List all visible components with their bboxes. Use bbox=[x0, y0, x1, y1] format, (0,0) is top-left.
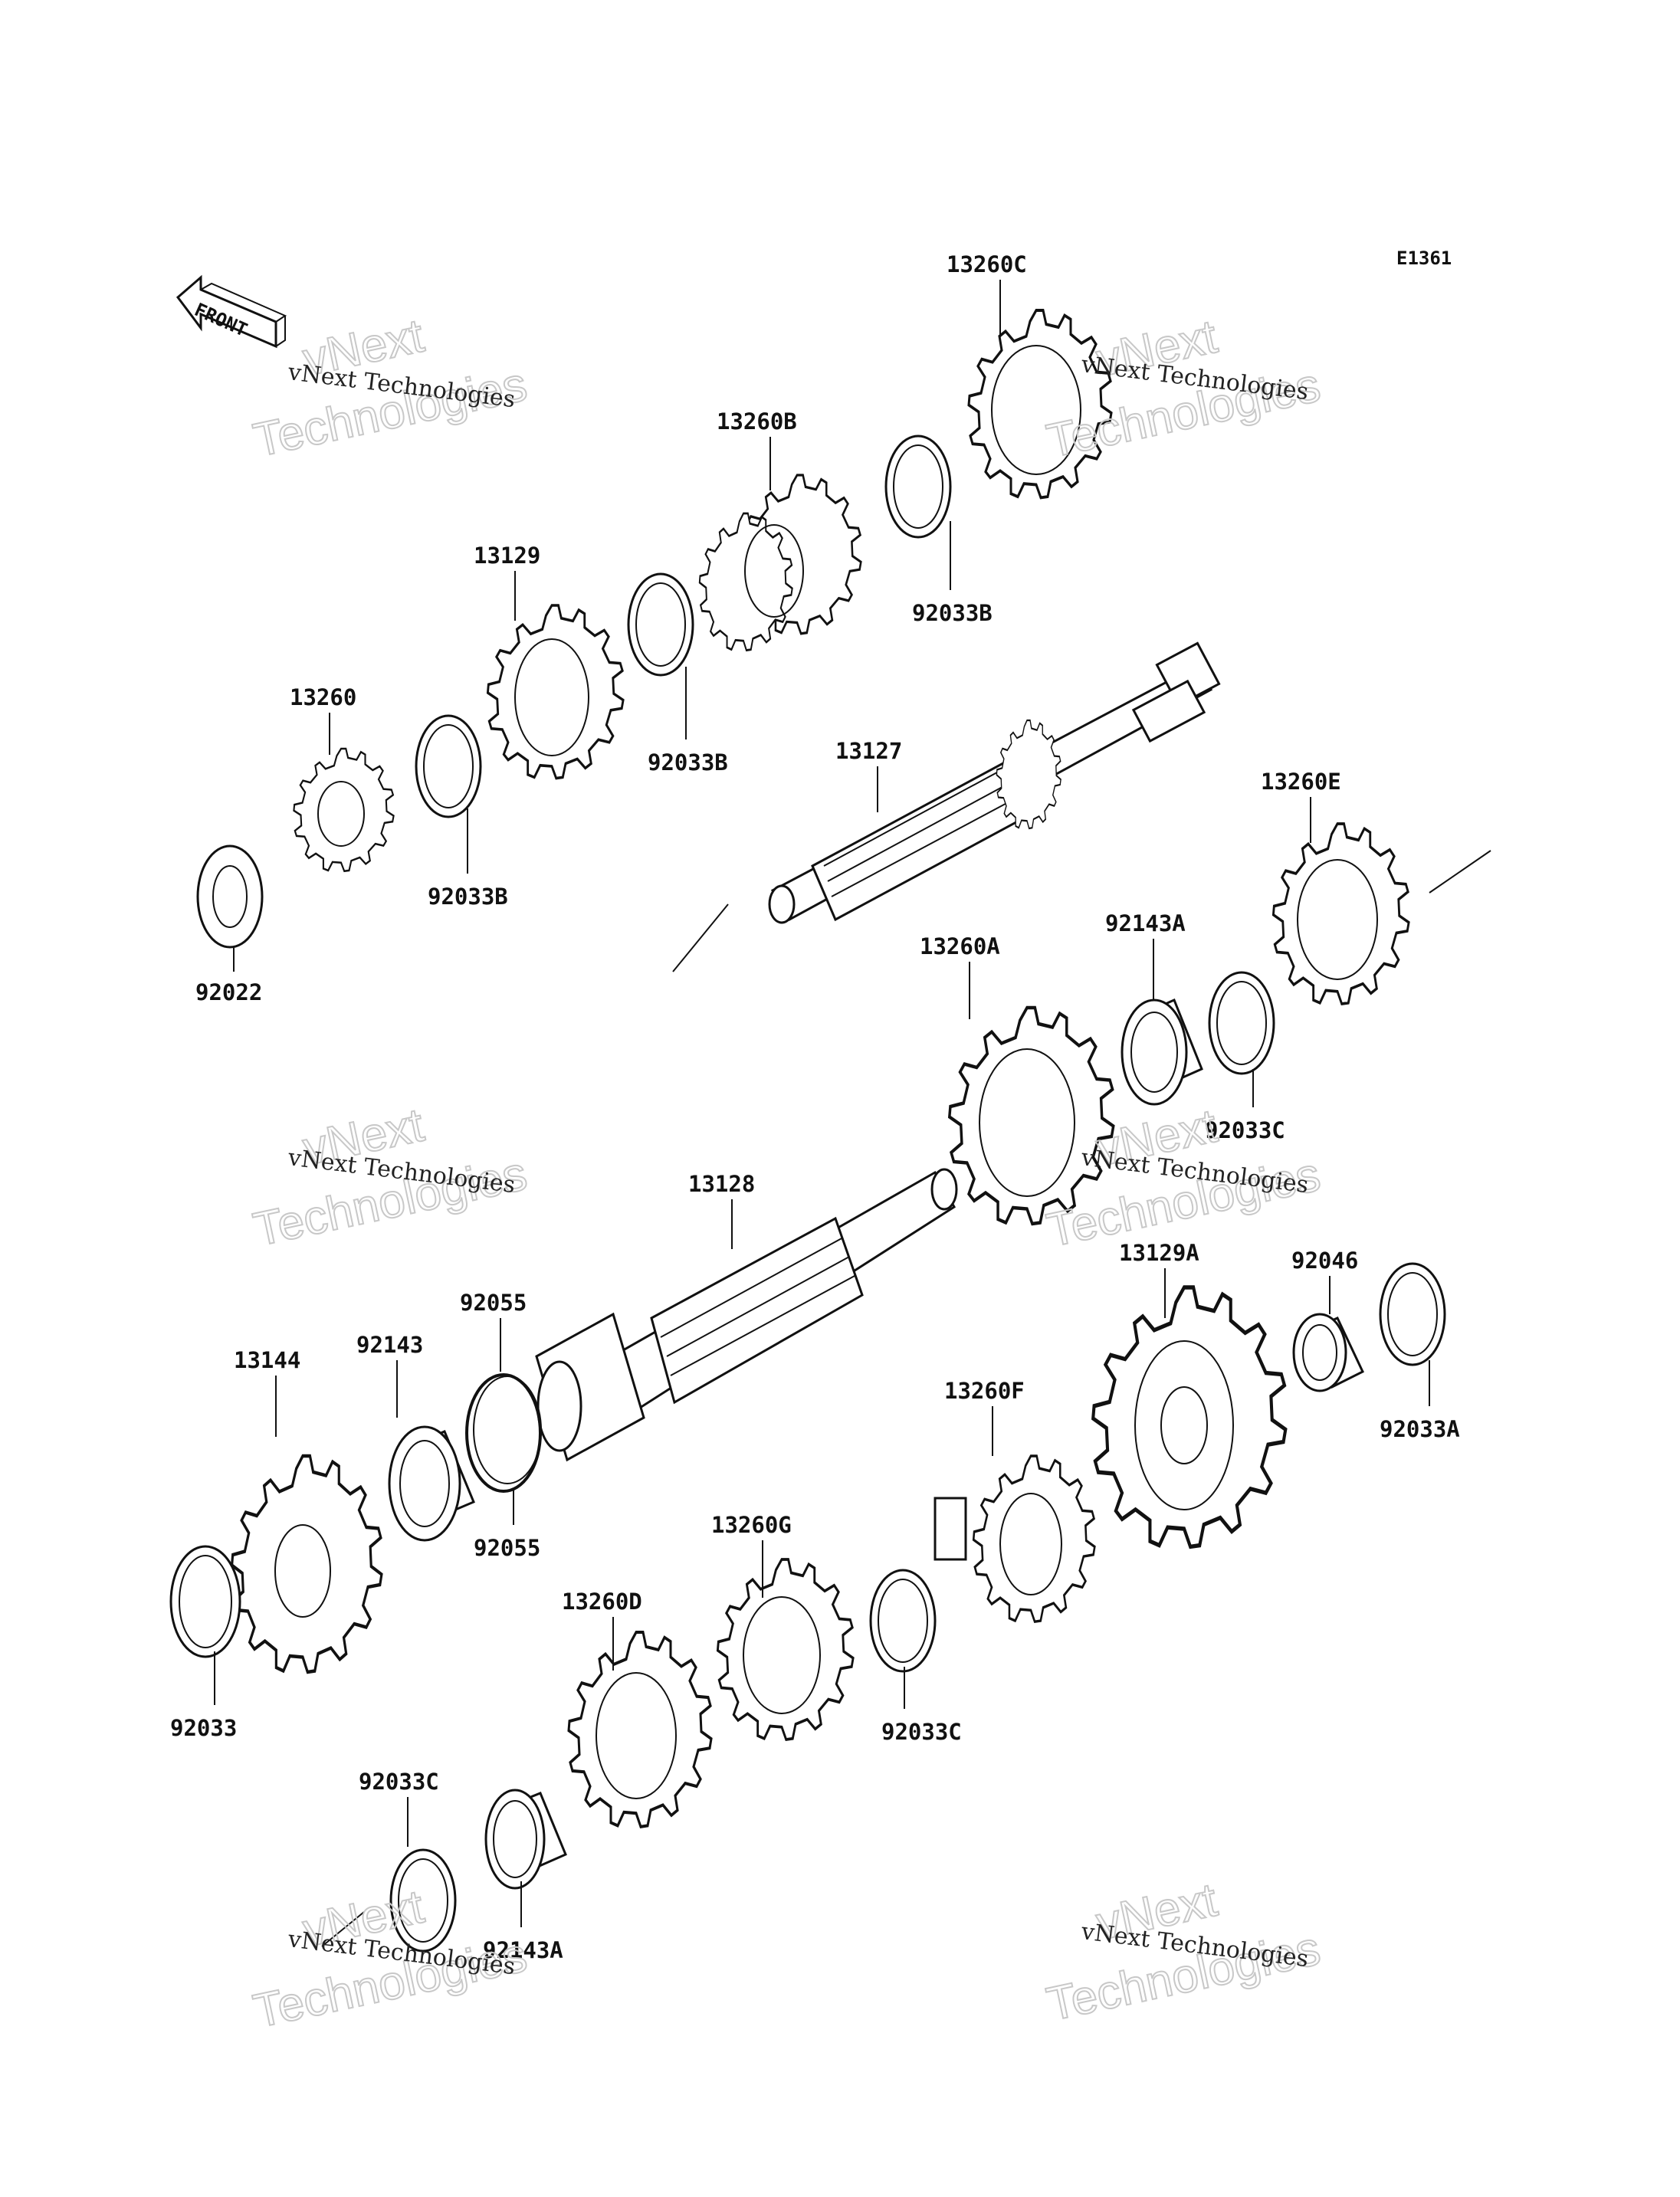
label-92033C-upper: 92033C bbox=[1205, 1117, 1285, 1143]
gear-13260C bbox=[967, 309, 1113, 500]
axis-line-lower bbox=[321, 1911, 365, 1947]
label-92143A-upper: 92143A bbox=[1105, 910, 1186, 936]
circlip-92033B-mid bbox=[627, 572, 694, 677]
label-13127: 13127 bbox=[835, 738, 902, 764]
circlip-92033B-top bbox=[884, 434, 952, 539]
label-13260A: 13260A bbox=[920, 933, 1000, 959]
front-arrow-icon: FRONT bbox=[176, 274, 287, 349]
axis-line-upper-right bbox=[1429, 850, 1491, 894]
label-13260C: 13260C bbox=[947, 251, 1027, 277]
bearing-92046 bbox=[1292, 1313, 1364, 1392]
label-13260D: 13260D bbox=[562, 1589, 642, 1615]
label-92055-bottom: 92055 bbox=[474, 1535, 540, 1561]
label-92033C-mid: 92033C bbox=[881, 1719, 962, 1745]
bush-92143A-lower bbox=[484, 1789, 567, 1890]
label-13260B: 13260B bbox=[717, 408, 797, 434]
gear-13260D bbox=[569, 1632, 711, 1827]
circlip-92033 bbox=[169, 1545, 241, 1658]
gear-13129 bbox=[486, 604, 625, 780]
label-92046: 92046 bbox=[1291, 1248, 1358, 1274]
washer-92022 bbox=[196, 844, 264, 949]
watermark-mid-left: vNext Technologies vNext Technologies bbox=[248, 1098, 532, 1258]
gear-13129A bbox=[1093, 1287, 1285, 1546]
watermark-top-left: vNext Technologies vNext Technologies bbox=[248, 309, 532, 468]
sprocket-13144 bbox=[232, 1456, 382, 1672]
bush-92143A-upper bbox=[1121, 998, 1203, 1106]
circlip-92033B-left bbox=[415, 714, 482, 818]
label-13129: 13129 bbox=[474, 543, 540, 569]
label-13260G: 13260G bbox=[711, 1512, 792, 1538]
circlip-92033C-lower bbox=[389, 1848, 457, 1953]
circlip-92033A bbox=[1379, 1262, 1446, 1366]
label-13129A: 13129A bbox=[1119, 1240, 1199, 1266]
label-92033B-top: 92033B bbox=[912, 600, 993, 626]
bush-92143 bbox=[388, 1425, 475, 1542]
gear-13260E bbox=[1271, 822, 1410, 1005]
oring-92055 bbox=[465, 1373, 542, 1493]
shaft-13128 bbox=[535, 1168, 958, 1462]
gear-13260B bbox=[698, 474, 862, 652]
gear-13260F bbox=[934, 1454, 1097, 1623]
gear-13260A bbox=[950, 1008, 1114, 1224]
label-92143A-lower: 92143A bbox=[483, 1937, 563, 1963]
label-92033B-left: 92033B bbox=[428, 884, 508, 910]
circlip-92033C-upper bbox=[1208, 971, 1275, 1075]
label-13260E: 13260E bbox=[1261, 769, 1341, 795]
gear-13260G bbox=[716, 1558, 855, 1741]
label-92055-top: 92055 bbox=[460, 1290, 527, 1316]
shaft-13127 bbox=[768, 641, 1221, 924]
leader-lines bbox=[214, 280, 1430, 1927]
label-13260: 13260 bbox=[290, 684, 356, 710]
label-92143: 92143 bbox=[356, 1332, 423, 1358]
label-92033A: 92033A bbox=[1380, 1416, 1460, 1442]
watermark-bottom-left: vNext Technologies vNext Technologies bbox=[248, 1880, 532, 2039]
watermark-bottom-right: vNext Technologies vNext Technologies bbox=[1042, 1873, 1325, 2032]
label-13128: 13128 bbox=[688, 1171, 755, 1197]
label-13144: 13144 bbox=[234, 1347, 300, 1373]
circlip-92033C-mid bbox=[869, 1569, 937, 1673]
axis-line-upper-left bbox=[672, 903, 729, 972]
diagram-code: E1361 bbox=[1396, 248, 1452, 269]
label-13260F: 13260F bbox=[944, 1378, 1025, 1404]
label-92033: 92033 bbox=[170, 1715, 237, 1741]
label-92033B-mid: 92033B bbox=[648, 749, 728, 776]
gear-13260 bbox=[293, 747, 395, 873]
label-92033C-lower: 92033C bbox=[359, 1769, 439, 1795]
label-92022: 92022 bbox=[195, 979, 262, 1005]
